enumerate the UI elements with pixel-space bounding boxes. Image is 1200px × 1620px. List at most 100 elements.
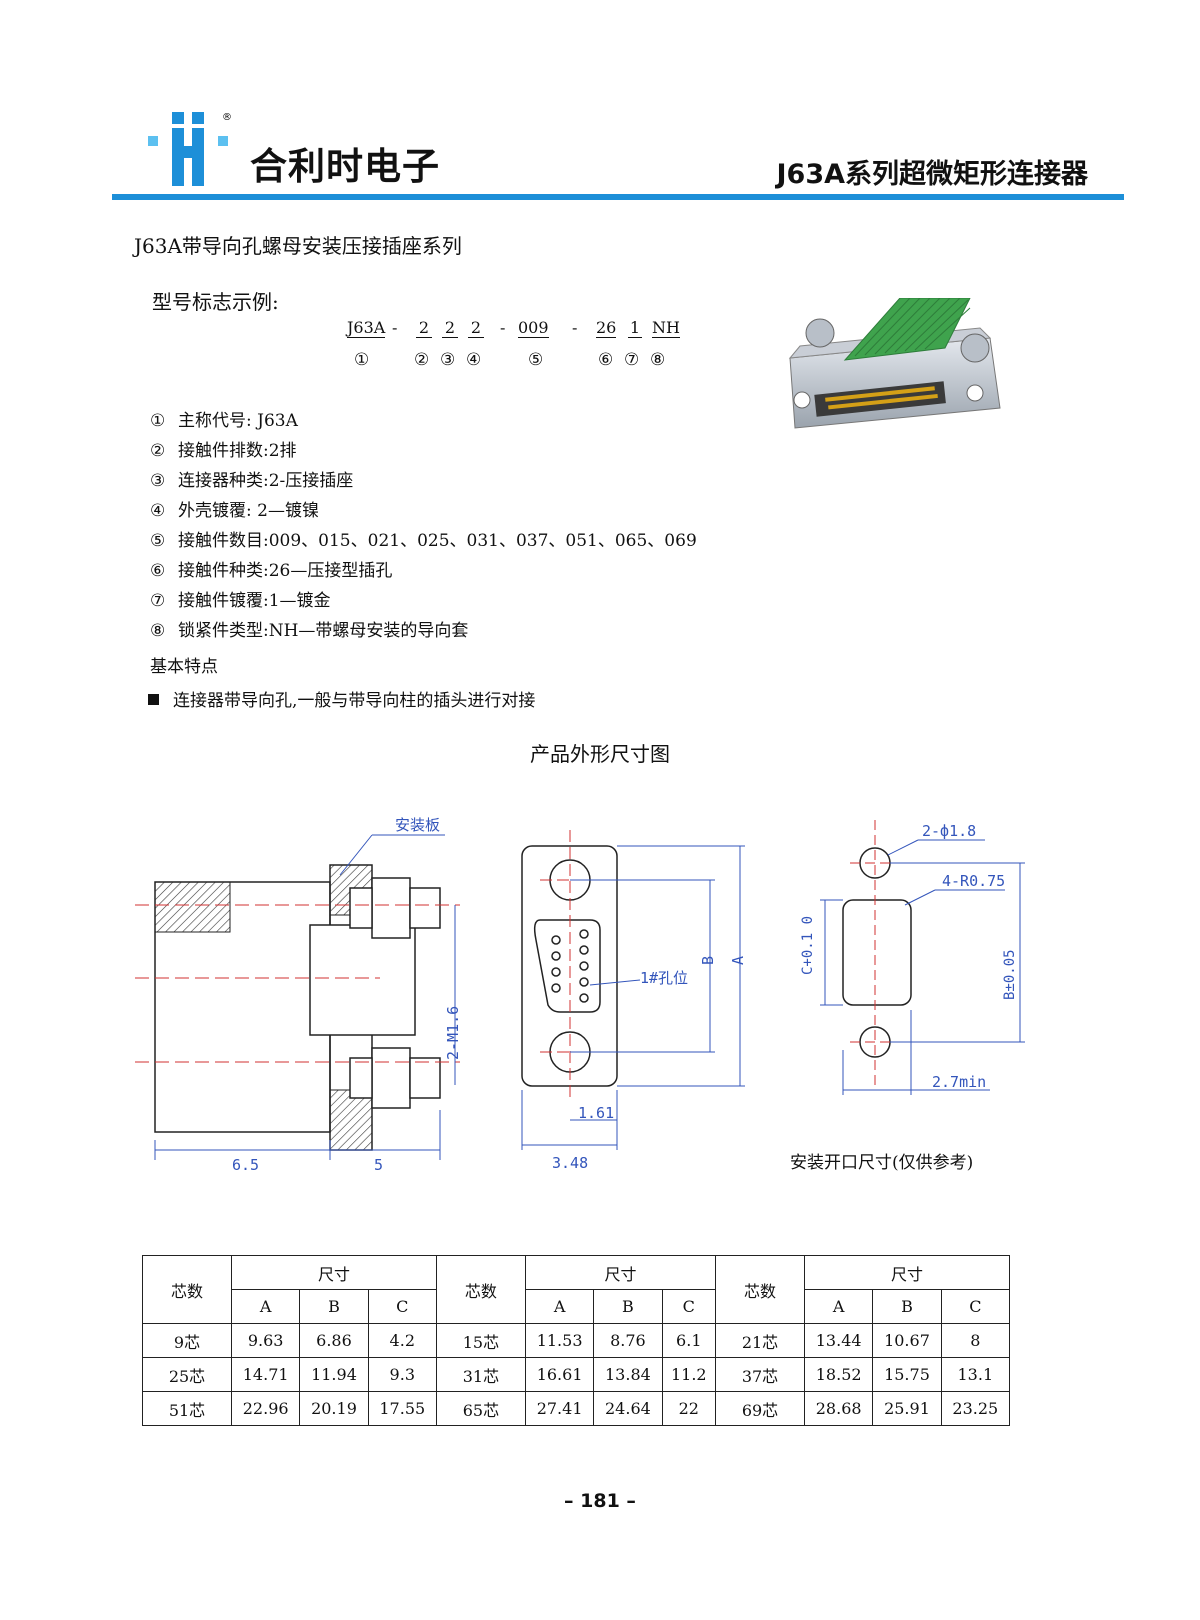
table-cell: 18.52 (803, 1357, 874, 1392)
code-marker: ⑥ (598, 350, 614, 370)
company-name: 合利时电子 (250, 145, 440, 188)
dim-length-a: 6.5 (232, 1156, 259, 1174)
min-width-label: 2.7min (932, 1073, 986, 1091)
hole-dia-label: 2-ф1.8 (922, 822, 976, 840)
header-cell: 芯数 (435, 1255, 526, 1324)
bullet-square-icon (148, 694, 159, 705)
table-cell: 9.63 (230, 1323, 301, 1358)
table-cell: 51芯 (142, 1391, 232, 1426)
table-cell: 13.1 (940, 1357, 1011, 1392)
table-cell: 69芯 (715, 1391, 805, 1426)
table-cell: 13.84 (593, 1357, 663, 1392)
table-cell: 15芯 (435, 1323, 526, 1358)
table-cell: 28.68 (803, 1391, 874, 1426)
table-cell: 27.41 (524, 1391, 595, 1426)
header-cell: C (940, 1289, 1011, 1324)
code-part: 2 (416, 318, 432, 338)
dim-b-tolerance: B±0.05 (1002, 949, 1018, 1000)
table-cell: 4.2 (367, 1323, 437, 1358)
table-cell: 17.55 (367, 1391, 437, 1426)
code-marker: ⑤ (528, 350, 544, 370)
code-part: J63A (347, 318, 386, 338)
header-cell: A (803, 1289, 874, 1324)
pitch-label: 1.61 (578, 1104, 614, 1122)
table-cell: 22.96 (230, 1391, 301, 1426)
code-dash: - (572, 318, 578, 337)
header-cell: 尺寸 (804, 1255, 1010, 1290)
code-part: NH (652, 318, 680, 338)
code-marker: ② (414, 350, 430, 370)
dim-length-b: 5 (374, 1156, 383, 1174)
header-cell: 芯数 (142, 1255, 232, 1324)
corner-radius-label: 4-R0.75 (942, 872, 1005, 890)
page-number: – 181 – (564, 1490, 636, 1512)
header-cell: 尺寸 (231, 1255, 437, 1290)
table-cell: 6.86 (299, 1323, 369, 1358)
header-cell: 芯数 (715, 1255, 805, 1324)
code-marker: ① (354, 350, 370, 370)
table-cell: 11.2 (661, 1357, 717, 1392)
code-marker: ⑧ (650, 350, 666, 370)
table-cell: 13.44 (803, 1323, 874, 1358)
code-marker: ⑦ (624, 350, 640, 370)
table-cell: 8.76 (593, 1323, 663, 1358)
table-cell: 11.53 (524, 1323, 595, 1358)
table-cell: 22 (661, 1391, 717, 1426)
table-header-row: 芯数 尺寸 芯数 尺寸 芯数 尺寸 (142, 1255, 1010, 1324)
table-cell: 6.1 (661, 1323, 717, 1358)
thread-label: 2-M1.6 (444, 1006, 462, 1060)
table-cell: 10.67 (872, 1323, 942, 1358)
mount-plate-label: 安装板 (395, 816, 440, 834)
table-cell: 23.25 (940, 1391, 1011, 1426)
header-cell: B (593, 1289, 663, 1324)
series-title: J63A系列超微矩形连接器 (776, 159, 1088, 190)
table-cell: 16.61 (524, 1357, 595, 1392)
features-title: 基本特点 (150, 657, 218, 677)
code-marker: ③ (440, 350, 456, 370)
table-cell: 9芯 (142, 1323, 232, 1358)
cutout-caption: 安装开口尺寸(仅供参考) (790, 1153, 974, 1173)
svg-text:®: ® (222, 112, 232, 123)
header-cell: A (524, 1289, 595, 1324)
table-cell: 65芯 (435, 1391, 526, 1426)
code-part: 1 (628, 318, 642, 338)
code-dash: - (500, 318, 506, 337)
header-cell: B (299, 1289, 369, 1324)
header-cell: B (872, 1289, 942, 1324)
table-cell: 14.71 (230, 1357, 301, 1392)
header-cell: A (230, 1289, 301, 1324)
table-cell: 8 (940, 1323, 1011, 1358)
table-cell: 25芯 (142, 1357, 232, 1392)
dim-a-label: A (729, 956, 747, 965)
width-label: 3.48 (552, 1154, 588, 1172)
table-cell: 31芯 (435, 1357, 526, 1392)
code-part: 26 (596, 318, 617, 338)
header-cell: C (367, 1289, 437, 1324)
dimension-drawing: 安装板 6.5 5 2-M1.6 1#孔位 B A 1.61 3.48 (135, 816, 1025, 1174)
table-cell: 9.3 (367, 1357, 437, 1392)
table-cell: 37芯 (715, 1357, 805, 1392)
dim-b-label: B (699, 956, 717, 965)
table-cell: 25.91 (872, 1391, 942, 1426)
connector-photo (788, 298, 1001, 429)
code-marker: ④ (466, 350, 482, 370)
page-subtitle: J63A带导向孔螺母安装压接插座系列 (134, 234, 462, 258)
dimension-drawing-title: 产品外形尺寸图 (530, 742, 670, 766)
table-cell: 21芯 (715, 1323, 805, 1358)
company-logo: ® (148, 112, 232, 186)
table-cell: 24.64 (593, 1391, 663, 1426)
code-part: 2 (468, 318, 484, 338)
hole-position-label: 1#孔位 (640, 969, 688, 987)
header-divider (112, 194, 1124, 200)
model-example-label: 型号标志示例: (152, 290, 279, 314)
